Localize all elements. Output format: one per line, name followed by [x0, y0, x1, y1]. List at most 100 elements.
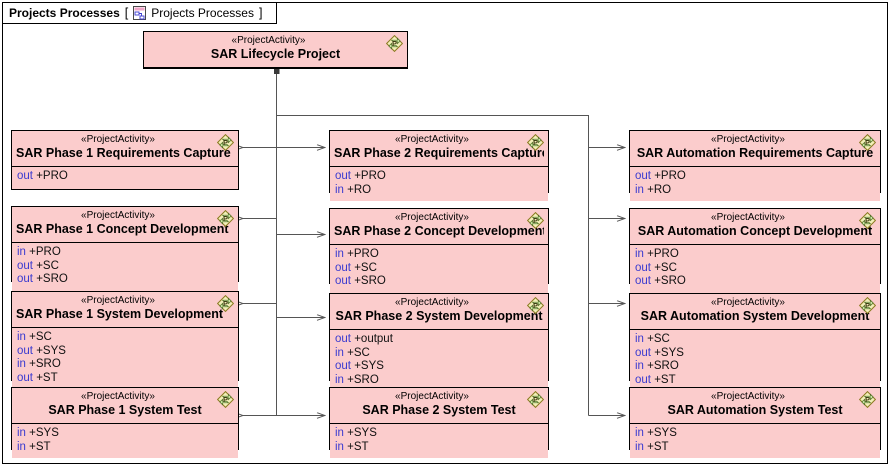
- port-item[interactable]: in +SYS: [17, 427, 233, 441]
- port-item[interactable]: in +SC: [635, 333, 875, 347]
- activity-node-sar-phase-2-requirements-capture[interactable]: «ProjectActivity»SAR Phase 2 Requirement…: [329, 130, 549, 201]
- port-item[interactable]: in +SRO: [635, 360, 875, 374]
- activity-node-sar-phase-1-requirements-capture[interactable]: «ProjectActivity»SAR Phase 1 Requirement…: [11, 130, 239, 190]
- port-item[interactable]: in +RO: [335, 184, 543, 198]
- port-direction: in: [17, 427, 26, 439]
- node-title: SAR Phase 1 Requirements Capture: [16, 146, 231, 160]
- diagram-frame-tab[interactable]: Projects Processes [ Projects Processes …: [3, 3, 278, 24]
- project-activity-icon: P: [858, 390, 877, 409]
- activity-node-sar-automation-system-test[interactable]: «ProjectActivity»SAR Automation System T…: [629, 387, 881, 458]
- port-name: +SC: [347, 346, 370, 359]
- port-item[interactable]: out +SC: [335, 262, 543, 276]
- port-item[interactable]: in +ST: [335, 441, 543, 455]
- frame-subtitle: Projects Processes: [151, 6, 254, 20]
- port-item[interactable]: in +SC: [335, 347, 543, 361]
- node-stereotype: «ProjectActivity»: [395, 391, 469, 402]
- activity-node-sar-automation-concept-development[interactable]: «ProjectActivity»SAR Automation Concept …: [629, 208, 881, 293]
- node-header: «ProjectActivity»SAR Phase 2 Requirement…: [330, 131, 548, 167]
- activity-node-sar-automation-requirements-capture[interactable]: «ProjectActivity»SAR Automation Requirem…: [629, 130, 881, 201]
- port-item[interactable]: out +PRO: [17, 170, 233, 184]
- svg-text:P: P: [223, 214, 228, 223]
- port-name: +output: [354, 333, 393, 345]
- port-item[interactable]: in +PRO: [335, 248, 543, 262]
- port-direction: in: [17, 331, 26, 343]
- port-name: +SYS: [29, 427, 59, 439]
- port-item[interactable]: out +SRO: [335, 275, 543, 289]
- port-name: +PRO: [36, 170, 68, 182]
- port-direction: out: [335, 333, 351, 345]
- svg-text:P: P: [865, 301, 870, 310]
- port-item[interactable]: in +SRO: [335, 374, 543, 388]
- port-direction: out: [17, 273, 33, 285]
- port-direction: out: [335, 261, 351, 274]
- activity-node-sar-phase-1-system-test[interactable]: «ProjectActivity»SAR Phase 1 System Test…: [11, 387, 239, 458]
- port-name: +PRO: [654, 170, 686, 182]
- port-direction: out: [635, 275, 651, 287]
- port-item[interactable]: in +PRO: [17, 246, 233, 260]
- project-activity-icon: P: [858, 296, 877, 315]
- frame-bracket-close: ]: [258, 6, 263, 20]
- project-activity-icon: P: [385, 34, 404, 53]
- node-title: SAR Automation System Test: [667, 403, 843, 417]
- port-name: +ST: [647, 440, 669, 453]
- port-item[interactable]: out +SRO: [635, 275, 875, 289]
- port-item[interactable]: in +ST: [17, 441, 233, 455]
- port-item[interactable]: out +SYS: [17, 345, 233, 359]
- port-item[interactable]: out +ST: [17, 372, 233, 386]
- port-item[interactable]: out +SC: [635, 262, 875, 276]
- node-header: «ProjectActivity»SAR Phase 2 System Test…: [330, 388, 548, 424]
- port-item[interactable]: in +SYS: [335, 427, 543, 441]
- port-item[interactable]: out +SYS: [335, 360, 543, 374]
- node-stereotype: «ProjectActivity»: [711, 134, 785, 145]
- port-item[interactable]: in +SC: [17, 331, 233, 345]
- port-item[interactable]: in +SYS: [635, 427, 875, 441]
- port-direction: in: [335, 248, 344, 260]
- node-stereotype: «ProjectActivity»: [81, 295, 155, 306]
- port-name: +PRO: [647, 248, 679, 260]
- port-direction: out: [17, 344, 33, 357]
- project-activity-icon: P: [526, 296, 545, 315]
- node-stereotype: «ProjectActivity»: [81, 210, 155, 221]
- port-item[interactable]: out +PRO: [635, 170, 875, 184]
- port-item[interactable]: out +SRO: [17, 273, 233, 287]
- activity-node-sar-phase-2-system-test[interactable]: «ProjectActivity»SAR Phase 2 System Test…: [329, 387, 549, 458]
- activity-node-sar-automation-system-development[interactable]: «ProjectActivity»SAR Automation System D…: [629, 293, 881, 391]
- port-name: +ST: [29, 440, 51, 453]
- port-direction: in: [335, 373, 344, 386]
- activity-node-sar-phase-1-system-development[interactable]: «ProjectActivity»SAR Phase 1 System Deve…: [11, 291, 239, 389]
- activity-node-sar-phase-1-concept-development[interactable]: «ProjectActivity»SAR Phase 1 Concept Dev…: [11, 206, 239, 291]
- node-title: SAR Phase 2 System Test: [362, 403, 516, 417]
- node-header: «ProjectActivity»SAR Automation Requirem…: [630, 131, 880, 167]
- port-direction: out: [335, 360, 351, 372]
- port-item[interactable]: out +PRO: [335, 170, 543, 184]
- node-header: «ProjectActivity»SAR Phase 2 System Deve…: [330, 294, 548, 330]
- port-item[interactable]: out +output: [335, 333, 543, 347]
- project-activity-icon: P: [526, 390, 545, 409]
- project-activity-icon: P: [526, 133, 545, 152]
- frame-bracket-open: [: [124, 6, 129, 20]
- node-title: SAR Automation Concept Development: [637, 224, 873, 238]
- activity-node-sar-phase-2-system-development[interactable]: «ProjectActivity»SAR Phase 2 System Deve…: [329, 293, 549, 391]
- svg-text:P: P: [865, 395, 870, 404]
- node-stereotype: «ProjectActivity»: [711, 391, 785, 402]
- port-name: +RO: [647, 183, 672, 196]
- port-item[interactable]: out +SYS: [635, 347, 875, 361]
- project-activity-icon: P: [858, 133, 877, 152]
- port-item[interactable]: in +ST: [635, 441, 875, 455]
- port-name: +SYS: [647, 427, 677, 439]
- port-item[interactable]: in +RO: [635, 184, 875, 198]
- port-item[interactable]: in +PRO: [635, 248, 875, 262]
- port-name: +ST: [654, 373, 676, 386]
- node-title: SAR Lifecycle Project: [210, 47, 341, 61]
- activity-node-sar-phase-2-concept-development[interactable]: «ProjectActivity»SAR Phase 2 Concept Dev…: [329, 208, 549, 293]
- node-title: SAR Phase 2 System Development: [335, 309, 543, 323]
- port-direction: out: [635, 373, 651, 386]
- port-item[interactable]: out +ST: [635, 374, 875, 388]
- node-title: SAR Phase 1 System Test: [48, 403, 202, 417]
- svg-text:P: P: [223, 395, 228, 404]
- port-item[interactable]: in +SRO: [17, 358, 233, 372]
- port-item[interactable]: out +SC: [17, 260, 233, 274]
